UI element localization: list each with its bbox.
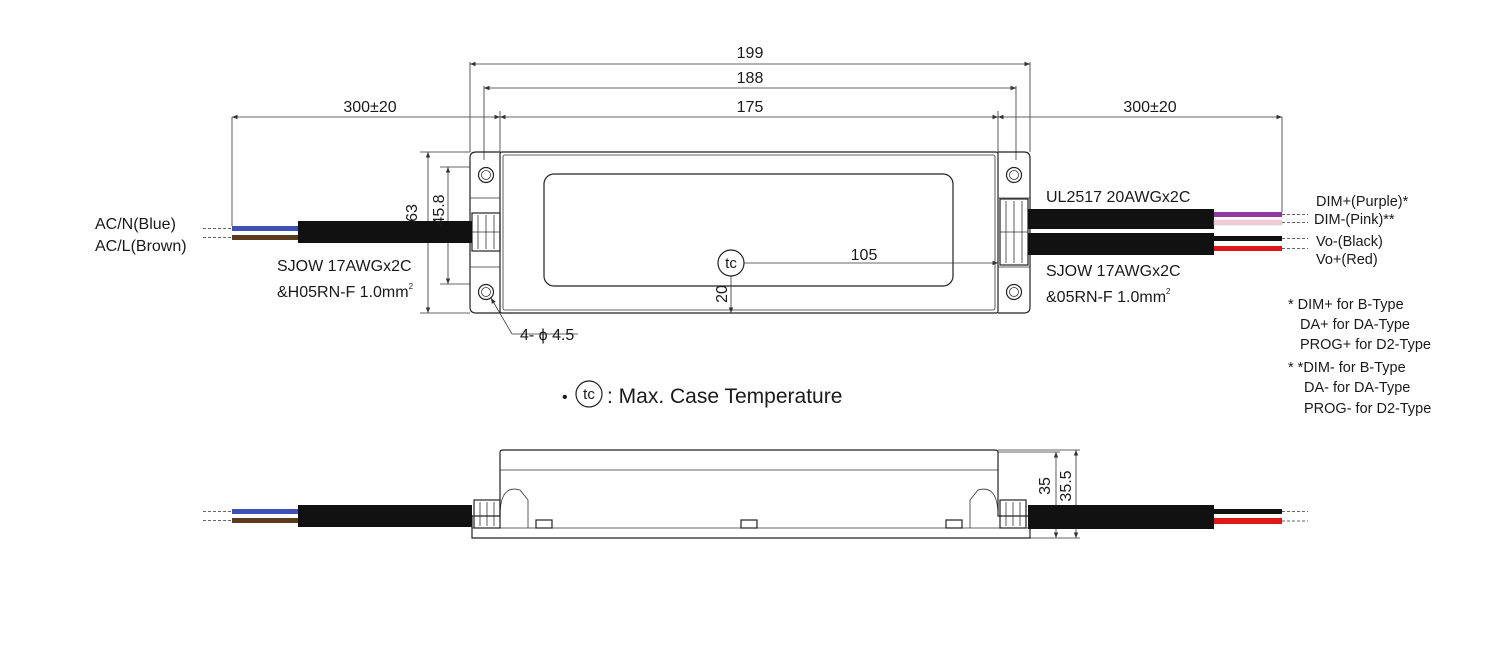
flange-right [998, 151, 1031, 314]
tc-circle-icon [575, 380, 603, 408]
dimension-lines-horizontal [231, 61, 1283, 226]
label-dim-minus: DIM-(Pink)** [1314, 212, 1395, 228]
side-view: 35 35.5 [203, 449, 1308, 539]
dim-holes: 4- ϕ 4.5 [520, 327, 574, 344]
dim-cable-jacket [1028, 209, 1214, 229]
label-input-cable-2: &H05RN-F 1.0mm2 [277, 282, 414, 301]
input-cable [203, 221, 472, 243]
dim-lead-left: 300±20 [343, 99, 396, 116]
label-dim-cable: UL2517 20AWGx2C [1046, 189, 1190, 206]
note-line: * *DIM- for B-Type [1288, 360, 1406, 376]
dimension-labels: 199 188 175 300±20 300±20 63 45.8 105 20… [343, 45, 1176, 344]
dim-overall-length: 199 [737, 45, 764, 62]
flange-left [469, 151, 500, 314]
cable-gland-right [999, 198, 1029, 266]
dim-height-inner: 45.8 [431, 194, 448, 225]
dim-lead-right: 300±20 [1123, 99, 1176, 116]
side-wire-brown [232, 518, 298, 523]
tc-point: tc [717, 249, 998, 313]
tc-symbol: tc [725, 255, 737, 272]
cable-gland-left [471, 212, 501, 252]
tc-legend-symbol: tc [583, 386, 595, 403]
dim-height-outer: 63 [404, 204, 421, 222]
side-input-cable [298, 505, 472, 527]
side-output-cable [1028, 505, 1214, 529]
label-output-cable-2: &05RN-F 1.0mm2 [1046, 287, 1171, 306]
mounting-hole-icon [477, 166, 495, 184]
dim-body-length: 175 [737, 99, 764, 116]
side-slot [740, 519, 758, 529]
label-dim-plus: DIM+(Purple)* [1316, 194, 1409, 210]
output-cable-jacket [1028, 233, 1214, 255]
note-line: PROG+ for D2-Type [1300, 337, 1431, 353]
dim-tc-y: 20 [714, 285, 731, 303]
wire-purple [1214, 212, 1282, 217]
side-gland-right [999, 499, 1027, 529]
label-area [543, 173, 954, 287]
note-line: DA- for DA-Type [1304, 380, 1410, 396]
dim-tc-x: 105 [851, 247, 878, 264]
note-line: DA+ for DA-Type [1300, 317, 1410, 333]
tc-legend-text: : Max. Case Temperature [607, 385, 842, 408]
dim-side-h1: 35 [1037, 477, 1054, 495]
side-wire-red [1214, 518, 1282, 524]
label-input-cable-1: SJOW 17AWGx2C [277, 258, 412, 275]
output-cables [1028, 209, 1308, 255]
label-vo-minus: Vo-(Black) [1316, 234, 1383, 250]
side-wire-blue [232, 509, 298, 514]
wire-red [1214, 246, 1282, 251]
wire-pink [1213, 219, 1283, 226]
dim-side-h2: 35.5 [1058, 470, 1075, 501]
label-ac-n: AC/N(Blue) [95, 216, 176, 233]
note-line: * DIM+ for B-Type [1288, 297, 1404, 313]
label-output-cable-1: SJOW 17AWGx2C [1046, 263, 1181, 280]
tc-legend: • tc : Max. Case Temperature [562, 380, 842, 408]
type-notes: * DIM+ for B-Type DA+ for DA-Type PROG+ … [1288, 297, 1431, 417]
wire-brown [232, 235, 298, 240]
side-gland-left [473, 499, 501, 529]
mounting-hole-icon [1005, 283, 1023, 301]
tc-legend-bullet: • [562, 389, 568, 406]
wire-black [1214, 236, 1282, 241]
side-wire-black [1214, 509, 1282, 514]
label-ac-l: AC/L(Brown) [95, 238, 187, 255]
side-slot [945, 519, 963, 529]
wire-blue [232, 226, 298, 231]
wire-labels: AC/N(Blue) AC/L(Brown) SJOW 17AWGx2C &H0… [95, 189, 1409, 306]
psu-housing [469, 151, 1031, 314]
top-view: tc [203, 61, 1308, 335]
dim-mount-span: 188 [737, 70, 764, 87]
side-housing [471, 449, 1031, 539]
side-slot [535, 519, 553, 529]
label-vo-plus: Vo+(Red) [1316, 252, 1378, 268]
note-line: PROG- for D2-Type [1304, 401, 1431, 417]
input-cable-jacket [298, 221, 472, 243]
mounting-hole-icon [477, 283, 495, 301]
holes-leader [490, 297, 513, 335]
mounting-hole-icon [1005, 166, 1023, 184]
